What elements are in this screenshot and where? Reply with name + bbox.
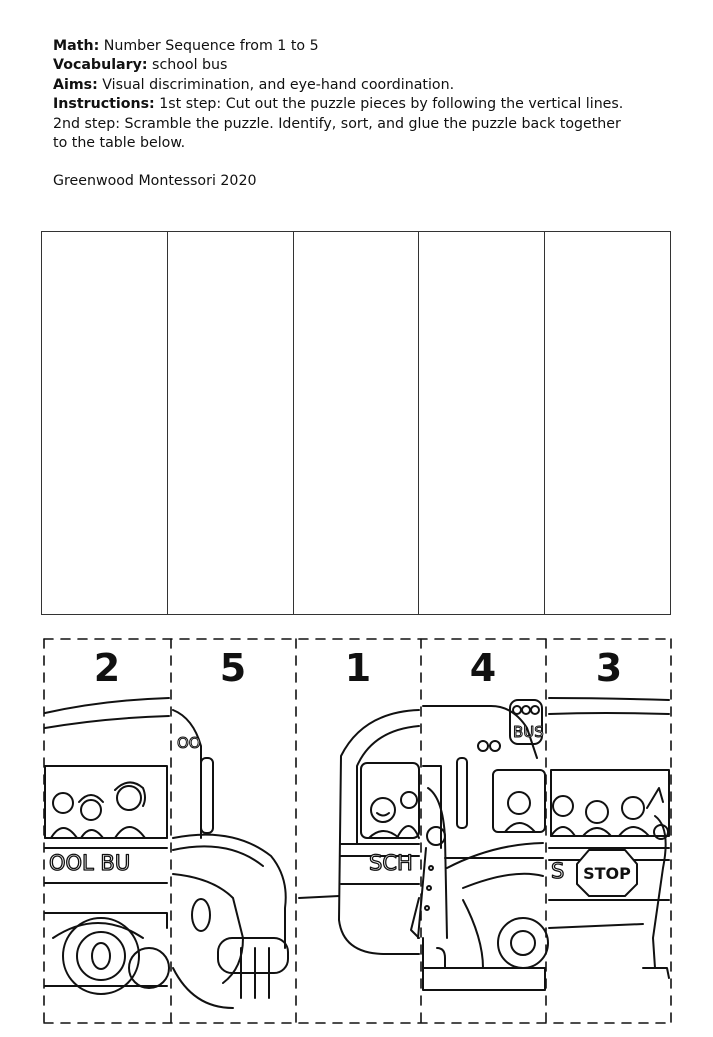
answer-cell-5[interactable] xyxy=(545,232,670,614)
puzzle-pieces: 2 5 1 4 3 OOL BU OO xyxy=(43,638,672,1024)
worksheet-header: Math: Number Sequence from 1 to 5 Vocabu… xyxy=(53,37,623,192)
piece-bus-windows-illustration: S STOP xyxy=(548,697,670,979)
piece-1-bus-text: OOL BU xyxy=(49,851,130,875)
answer-cell-2[interactable] xyxy=(168,232,294,614)
answer-grid xyxy=(41,231,671,615)
piece-5-bus-text: S xyxy=(551,859,564,883)
piece-2-number: 5 xyxy=(220,646,246,690)
aims-value: Visual discrimination, and eye-hand coor… xyxy=(97,76,455,93)
piece-4-number: 4 xyxy=(470,646,496,690)
instructions-line-1: Instructions: 1st step: Cut out the puzz… xyxy=(53,95,623,114)
math-line: Math: Number Sequence from 1 to 5 xyxy=(53,37,623,56)
vocabulary-value: school bus xyxy=(147,57,228,74)
answer-cell-4[interactable] xyxy=(419,232,546,614)
piece-bus-rear-illustration: SCH xyxy=(298,709,420,955)
instructions-line-2: 2nd step: Scramble the puzzle. Identify,… xyxy=(53,115,621,132)
instructions-label: Instructions: xyxy=(53,96,155,113)
math-label: Math: xyxy=(53,38,100,54)
piece-bus-door-illustration: BUS xyxy=(417,699,549,991)
stop-sign-text: STOP xyxy=(583,864,631,883)
math-value: Number Sequence from 1 to 5 xyxy=(99,38,319,54)
vocabulary-line: Vocabulary: school bus xyxy=(53,56,623,75)
puzzle-strip-illustration: 2 5 1 4 3 OOL BU OO xyxy=(43,638,672,1024)
piece-3-bus-text: SCH xyxy=(369,851,413,875)
piece-4-bus-text: BUS xyxy=(513,723,544,741)
credit-line: Greenwood Montessori 2020 xyxy=(53,173,257,190)
aims-line: Aims: Visual discrimination, and eye-han… xyxy=(53,76,623,95)
piece-1-number: 2 xyxy=(94,646,120,690)
instructions-line-3: to the table below. xyxy=(53,135,186,152)
vocabulary-label: Vocabulary: xyxy=(53,57,148,74)
instructions-step-1: 1st step: Cut out the puzzle pieces by f… xyxy=(154,96,624,113)
piece-bus-middle-illustration: OOL BU xyxy=(44,697,170,995)
piece-2-bus-text: OO xyxy=(177,734,201,752)
piece-bus-front-illustration: OO xyxy=(172,709,289,1009)
answer-cell-3[interactable] xyxy=(294,232,420,614)
piece-3-number: 1 xyxy=(345,646,371,690)
piece-5-number: 3 xyxy=(596,646,622,690)
aims-label: Aims: xyxy=(53,76,98,93)
answer-cell-1[interactable] xyxy=(42,232,168,614)
